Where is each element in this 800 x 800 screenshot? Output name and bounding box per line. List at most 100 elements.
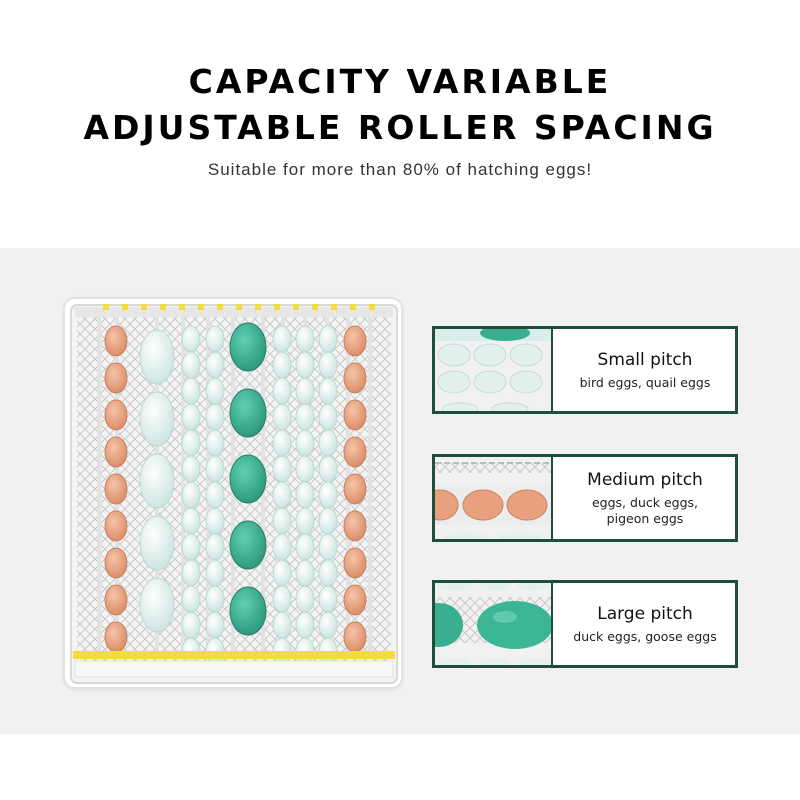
egg-small-pale — [318, 507, 338, 535]
egg-small-pale — [205, 533, 225, 561]
egg-tray-drawing — [70, 304, 398, 684]
pitch-card-medium: Medium pitch eggs, duck eggs, pigeon egg… — [432, 454, 738, 542]
egg-small-pale — [295, 585, 315, 613]
large-pitch-eggs — [435, 583, 551, 665]
egg-small-pale — [318, 585, 338, 613]
egg-small-pale — [205, 611, 225, 639]
egg-small-pale — [205, 455, 225, 483]
roller-clip — [350, 304, 356, 310]
egg-small-pale — [272, 377, 292, 405]
roller-clip — [103, 304, 109, 310]
egg-small-pale — [272, 559, 292, 587]
card-title: Small pitch — [597, 350, 693, 370]
roller-bar — [368, 317, 372, 657]
egg-small-pale — [272, 429, 292, 457]
egg-small-pale — [295, 325, 315, 353]
egg-orange — [343, 325, 367, 357]
egg-small-pale — [318, 481, 338, 509]
egg-small-pale — [318, 559, 338, 587]
egg-small-pale — [181, 455, 201, 483]
roller-clip — [160, 304, 166, 310]
egg-small-pale — [205, 351, 225, 379]
egg-small-pale — [318, 377, 338, 405]
roller-bar — [97, 317, 101, 657]
egg-small-pale — [272, 403, 292, 431]
egg-orange — [343, 362, 367, 394]
egg-small-pale — [181, 585, 201, 613]
egg-small-pale — [295, 559, 315, 587]
egg-small-pale — [295, 611, 315, 639]
egg-orange — [104, 547, 128, 579]
egg-small-pale — [181, 533, 201, 561]
egg-large-pale — [139, 577, 175, 633]
medium-pitch-image — [435, 457, 553, 539]
roller-clip — [179, 304, 185, 310]
small-pitch-text: Small pitch bird eggs, quail eggs — [555, 329, 735, 411]
subtitle: Suitable for more than 80% of hatching e… — [207, 160, 593, 179]
egg-orange — [343, 473, 367, 505]
roller-clip — [369, 304, 375, 310]
egg-small-pale — [295, 455, 315, 483]
egg-small-pale — [181, 403, 201, 431]
egg-small-pale — [181, 611, 201, 639]
egg-small-pale — [205, 325, 225, 353]
pitch-card-small: Small pitch bird eggs, quail eggs — [432, 326, 738, 414]
egg-small-pale — [181, 429, 201, 457]
egg-small-pale — [272, 455, 292, 483]
egg-orange — [104, 399, 128, 431]
small-pitch-eggs — [435, 329, 551, 411]
egg-teal — [229, 322, 267, 372]
tray-bottom-roller — [73, 651, 395, 659]
small-pitch-image — [435, 329, 553, 411]
egg-large-pale — [139, 515, 175, 571]
egg-small-pale — [295, 377, 315, 405]
egg-small-pale — [318, 611, 338, 639]
roller-clip — [293, 304, 299, 310]
egg-large-pale — [139, 453, 175, 509]
egg-small-pale — [295, 351, 315, 379]
egg-orange — [104, 325, 128, 357]
card-title: Large pitch — [597, 604, 693, 624]
egg-orange — [343, 510, 367, 542]
egg-orange — [104, 584, 128, 616]
headline-line-2: ADJUSTABLE ROLLER SPACING — [83, 108, 717, 147]
egg-orange — [343, 399, 367, 431]
egg-orange — [104, 621, 128, 653]
egg-teal — [229, 388, 267, 438]
card-description: duck eggs, goose eggs — [573, 629, 717, 644]
tray-bottom-rail — [74, 660, 394, 678]
egg-small-pale — [318, 325, 338, 353]
card-description: bird eggs, quail eggs — [579, 375, 711, 390]
egg-small-pale — [205, 507, 225, 535]
egg-small-pale — [318, 403, 338, 431]
pitch-card-large: Large pitch duck eggs, goose eggs — [432, 580, 738, 668]
roller-clip — [122, 304, 128, 310]
egg-orange — [104, 362, 128, 394]
egg-small-pale — [181, 351, 201, 379]
egg-teal — [229, 586, 267, 636]
egg-small-pale — [181, 507, 201, 535]
egg-small-pale — [295, 481, 315, 509]
egg-orange — [343, 584, 367, 616]
egg-small-pale — [318, 351, 338, 379]
egg-large-pale — [139, 329, 175, 385]
headline-line-1: CAPACITY VARIABLE — [188, 62, 612, 101]
egg-orange — [343, 621, 367, 653]
egg-small-pale — [272, 325, 292, 353]
egg-small-pale — [272, 507, 292, 535]
roller-clip — [236, 304, 242, 310]
medium-pitch-eggs — [435, 457, 551, 539]
egg-small-pale — [272, 351, 292, 379]
egg-small-pale — [205, 377, 225, 405]
egg-orange — [343, 547, 367, 579]
roller-clip — [217, 304, 223, 310]
egg-small-pale — [181, 559, 201, 587]
egg-small-pale — [318, 455, 338, 483]
egg-small-pale — [272, 481, 292, 509]
egg-small-pale — [295, 429, 315, 457]
egg-small-pale — [295, 533, 315, 561]
egg-small-pale — [205, 585, 225, 613]
egg-small-pale — [272, 585, 292, 613]
egg-small-pale — [181, 377, 201, 405]
roller-clip — [312, 304, 318, 310]
